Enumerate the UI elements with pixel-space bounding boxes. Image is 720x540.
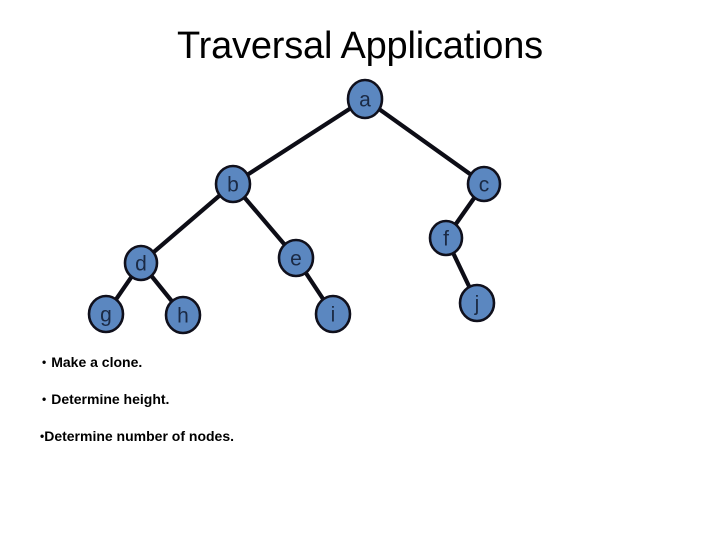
tree-node-label-b: b <box>227 174 239 197</box>
bullet-item: • Determine height. <box>38 391 458 408</box>
bullet-point-icon: • <box>40 429 45 443</box>
tree-edge-b-d <box>138 181 236 266</box>
tree-node-circle-a <box>346 78 384 120</box>
bullet-item-label: Determine height. <box>51 391 170 407</box>
tree-node-circle-h <box>164 295 202 335</box>
tree-node-h[interactable]: h <box>164 295 202 335</box>
tree-node-label-h: h <box>177 305 189 328</box>
tree-node-b[interactable]: b <box>214 164 252 204</box>
bullet-item-label: Determine number of nodes. <box>44 428 235 444</box>
tree-node-label-g: g <box>100 304 112 327</box>
tree-node-circle-d <box>123 244 159 282</box>
bullet-point-icon: • <box>42 392 47 406</box>
tree-node-circle-j <box>458 283 496 323</box>
tree-edge-a-b <box>230 96 368 187</box>
tree-node-d[interactable]: d <box>123 244 159 282</box>
tree-node-circle-c <box>466 165 502 203</box>
bullet-item: • Make a clone. <box>38 354 458 371</box>
bullet-item: •Determine number of nodes. <box>38 428 458 445</box>
tree-node-circle-b <box>214 164 252 204</box>
tree-node-layer: a b c d e f g h i j <box>87 78 502 335</box>
bullet-list: •Make a clone.•Determine height.•Determi… <box>38 354 458 445</box>
tree-node-label-j: j <box>474 293 480 316</box>
tree-node-a[interactable]: a <box>346 78 384 120</box>
tree-node-f[interactable]: f <box>428 219 464 257</box>
tree-node-e[interactable]: e <box>277 238 315 278</box>
tree-node-label-a: a <box>359 89 371 112</box>
tree-node-label-e: e <box>290 248 302 271</box>
tree-node-circle-e <box>277 238 315 278</box>
page-title: Traversal Applications <box>177 25 543 67</box>
tree-edge-a-c <box>362 96 487 187</box>
tree-node-c[interactable]: c <box>466 165 502 203</box>
tree-node-circle-i <box>314 294 352 334</box>
tree-node-circle-f <box>428 219 464 257</box>
bullet-point-icon: • <box>42 355 47 369</box>
tree-node-label-f: f <box>443 228 449 251</box>
tree-node-label-d: d <box>135 253 147 276</box>
bullet-item-label: Make a clone. <box>51 354 143 370</box>
tree-node-circle-g <box>87 294 125 334</box>
tree-node-j[interactable]: j <box>458 283 496 323</box>
tree-node-label-c: c <box>479 174 490 197</box>
tree-edge-layer <box>103 96 487 318</box>
tree-node-g[interactable]: g <box>87 294 125 334</box>
tree-node-i[interactable]: i <box>314 294 352 334</box>
tree-node-label-i: i <box>331 304 336 327</box>
